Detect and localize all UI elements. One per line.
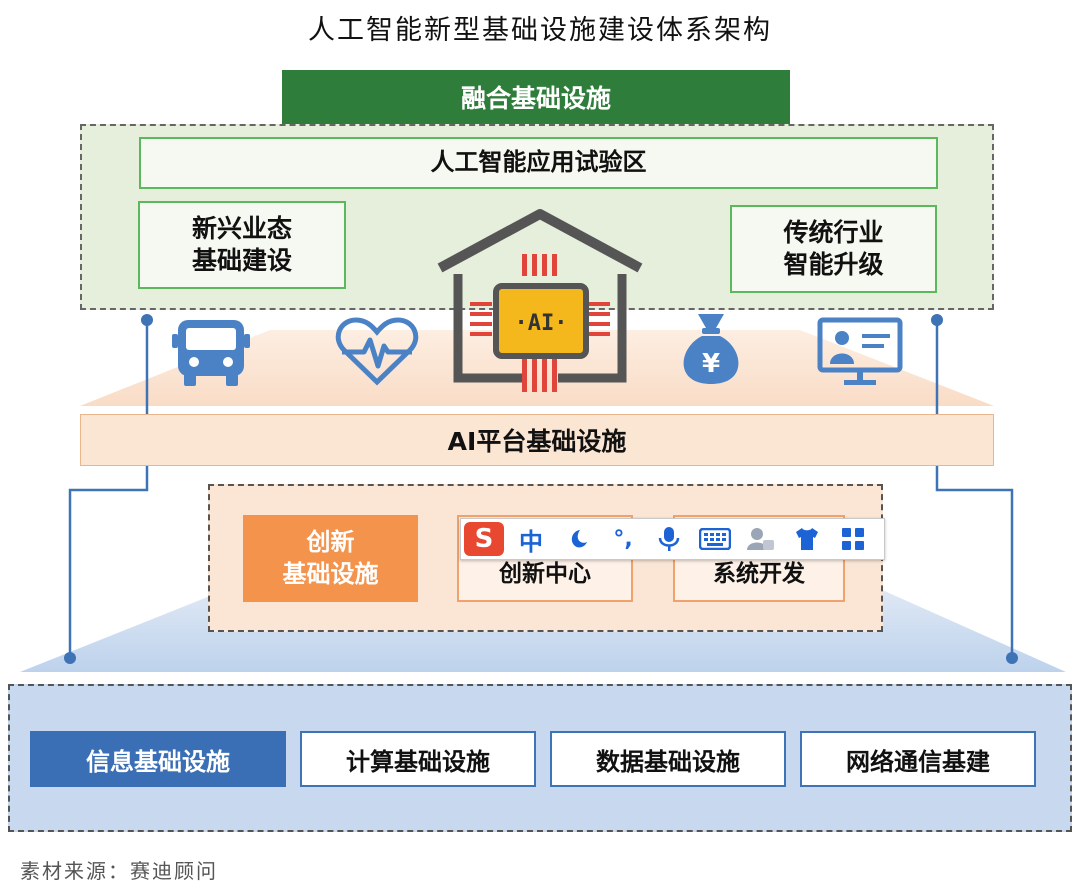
keyboard-icon[interactable] (698, 528, 732, 550)
moon-icon[interactable] (560, 527, 594, 551)
ai-platform-band: AI平台基础设施 (80, 414, 994, 466)
diagram-title: 人工智能新型基础设施建设体系架构 (308, 15, 772, 46)
microphone-icon[interactable] (652, 526, 686, 552)
data-infrastructure-box: 数据基础设施 (550, 731, 786, 787)
ime-chinese-mode-button[interactable]: 中 (519, 527, 543, 556)
left-connector-dot-top (141, 314, 153, 326)
right-connector-dot-top (931, 314, 943, 326)
heartbeat-icon (335, 317, 419, 386)
ai-chip-house-icon: ·AI· (437, 209, 643, 392)
right-connector (935, 320, 1014, 658)
compute-infrastructure-box: 计算基础设施 (300, 731, 536, 787)
left-connector-dot-bottom (64, 652, 76, 664)
ai-chip-label: ·AI· (515, 311, 568, 336)
grid-menu-icon[interactable] (836, 527, 870, 551)
ime-punctuation-button[interactable]: °, (613, 526, 633, 552)
left-connector (68, 320, 149, 658)
source-footnote: 素材来源：赛迪顾问 (20, 859, 218, 883)
user-skin-icon[interactable] (744, 526, 778, 552)
money-symbol: ¥ (702, 349, 720, 379)
bus-icon (172, 320, 250, 386)
traditional-upgrade-box: 传统行业 智能升级 (730, 205, 937, 293)
emerging-industry-box: 新兴业态 基础建设 (138, 201, 346, 289)
money-bag-icon: ¥ (683, 314, 739, 384)
fusion-infrastructure-header: 融合基础设施 (282, 70, 790, 124)
network-infrastructure-box: 网络通信基建 (800, 731, 1036, 787)
innovation-infrastructure-box: 创新 基础设施 (243, 515, 418, 602)
ai-trial-zone-box: 人工智能应用试验区 (139, 137, 938, 189)
teacher-screen-icon (817, 317, 903, 385)
info-infrastructure-box: 信息基础设施 (30, 731, 286, 787)
right-connector-dot-bottom (1006, 652, 1018, 664)
ime-toolbar[interactable]: S 中 °, (460, 518, 885, 560)
sogou-logo-icon[interactable]: S (464, 522, 504, 556)
tshirt-icon[interactable] (790, 527, 824, 551)
